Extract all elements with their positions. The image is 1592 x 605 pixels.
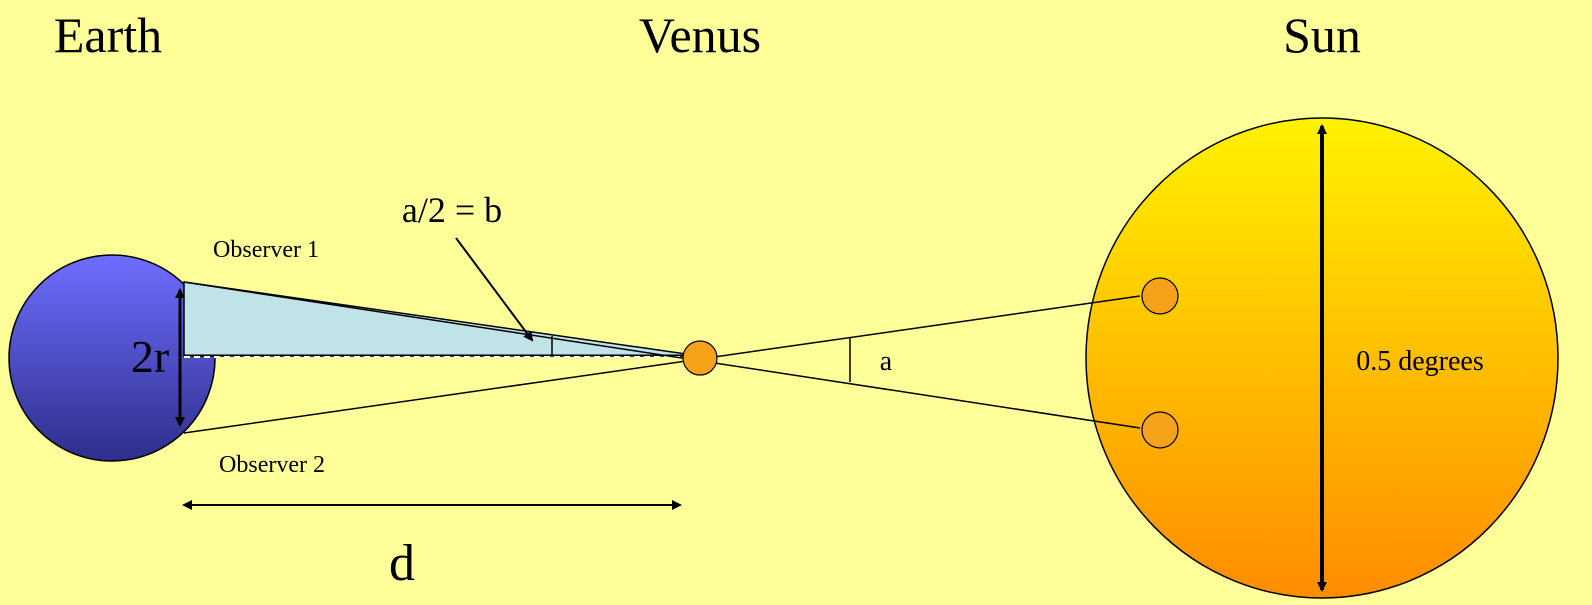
sight-line-observer-1	[183, 281, 1141, 429]
venus-circle	[682, 340, 718, 376]
sun-title: Sun	[1283, 7, 1361, 63]
sun-angular-size-label: 0.5 degrees	[1356, 346, 1484, 377]
angle-a-label: a	[880, 346, 893, 377]
observer-2-label: Observer 2	[219, 452, 325, 478]
pointer-arrow	[455, 237, 534, 342]
earth-title: Earth	[54, 7, 162, 63]
venus-title: Venus	[639, 7, 761, 63]
sight-line-observer-2	[183, 295, 1141, 434]
observer-1-label: Observer 1	[213, 237, 319, 263]
earth-diameter-label: 2r	[131, 331, 169, 382]
distance-label: d	[389, 535, 415, 592]
half-angle-label: a/2 = b	[402, 190, 502, 230]
venus-transit-2	[1141, 411, 1179, 449]
venus-transit-1	[1141, 277, 1179, 315]
